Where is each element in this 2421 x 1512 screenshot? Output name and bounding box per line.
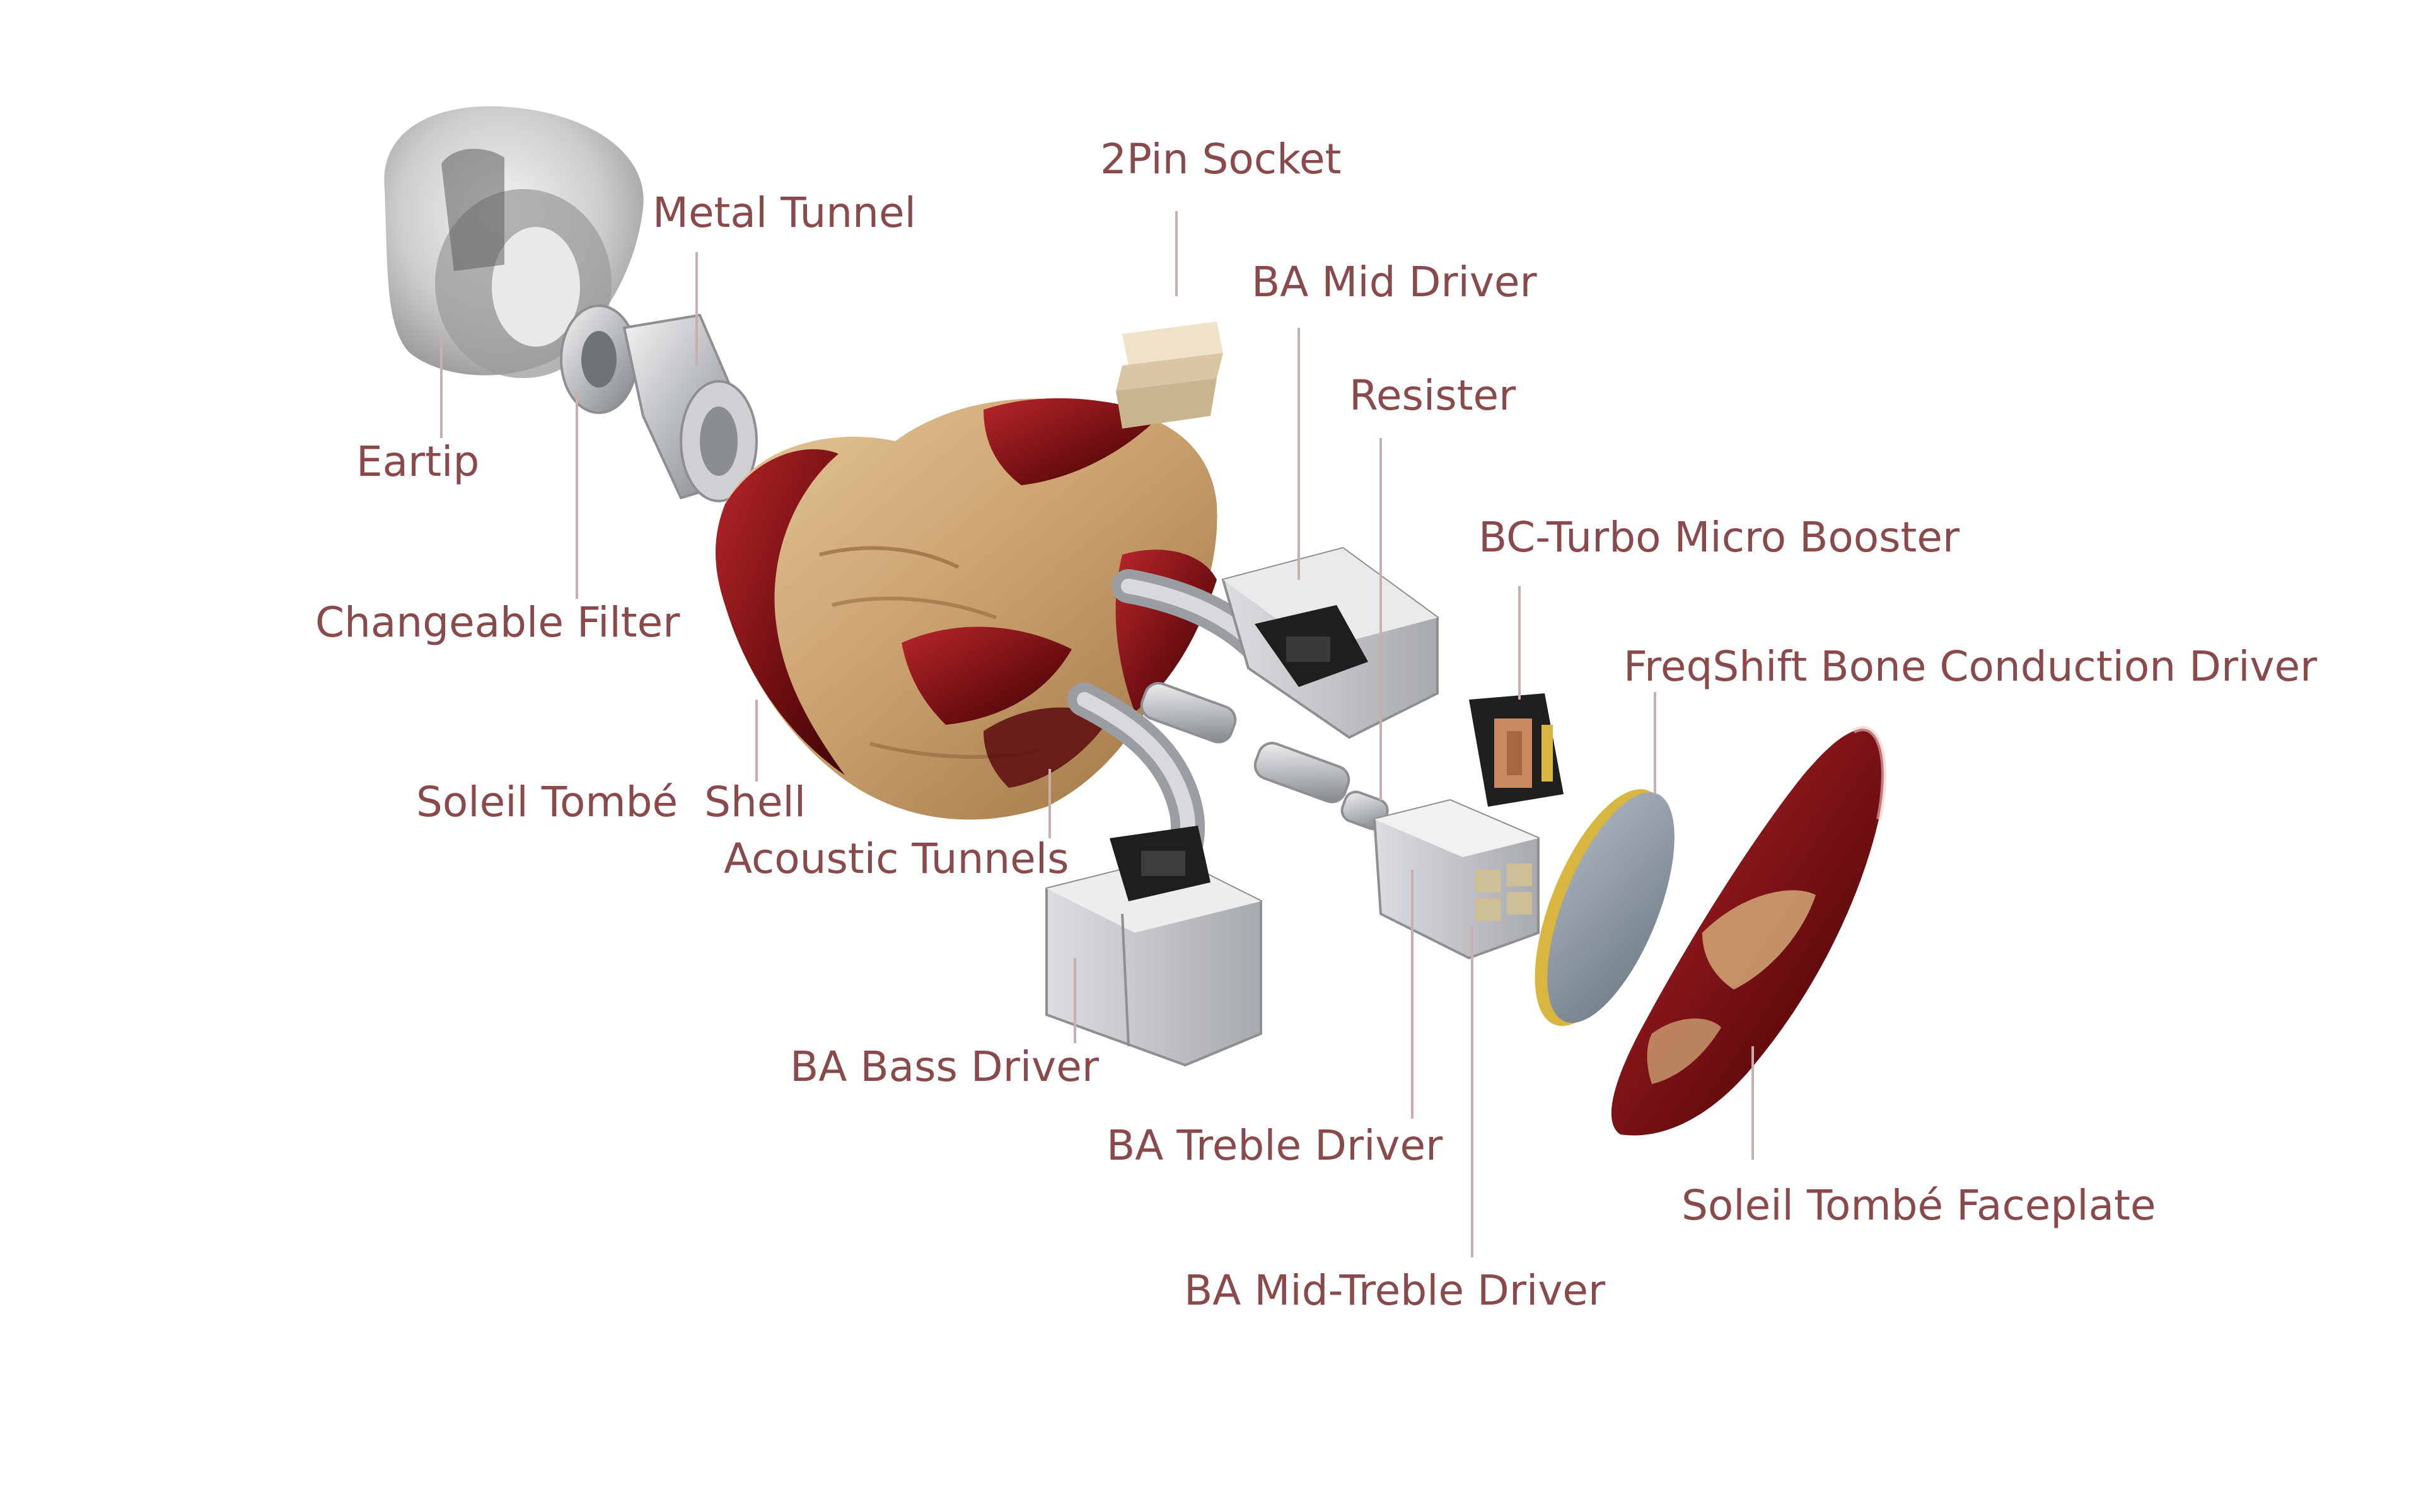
ba-mid-treble-driver: [1475, 863, 1532, 921]
metal-tunnel: [622, 313, 758, 502]
label-bc-turbo: BC-Turbo Micro Booster: [1478, 513, 1960, 562]
soleil-tombe-faceplate: [1611, 726, 1886, 1136]
label-ba-treble-driver: BA Treble Driver: [1106, 1121, 1443, 1170]
label-resister: Resister: [1349, 371, 1516, 420]
labels: 2Pin Socket Metal Tunnel BA Mid Driver R…: [315, 135, 2318, 1315]
label-eartip: Eartip: [356, 437, 479, 486]
label-ba-bass-driver: BA Bass Driver: [790, 1042, 1100, 1091]
label-metal-tunnel: Metal Tunnel: [653, 188, 916, 237]
label-two-pin-socket: 2Pin Socket: [1100, 135, 1341, 183]
label-changeable-filter: Changeable Filter: [315, 598, 680, 647]
label-soleil-tombe-shell: Soleil Tombé Shell: [416, 778, 806, 826]
changeable-filter: [560, 304, 638, 414]
two-pin-socket: [1116, 321, 1223, 429]
ba-bass-driver: [1045, 826, 1262, 1067]
label-freqshift: FreqShift Bone Conduction Driver: [1623, 642, 2318, 691]
freqshift-bone-conduction-driver: [1535, 789, 1675, 1026]
label-soleil-tombe-faceplate: Soleil Tombé Faceplate: [1681, 1181, 2156, 1230]
bc-turbo-micro-booster: [1469, 693, 1564, 807]
label-acoustic-tunnels: Acoustic Tunnels: [724, 834, 1069, 883]
leader-lines: [440, 211, 1754, 1257]
label-ba-mid-treble-driver: BA Mid-Treble Driver: [1184, 1266, 1606, 1315]
label-ba-mid-driver: BA Mid Driver: [1251, 258, 1538, 306]
ba-mid-driver: [1221, 546, 1439, 739]
